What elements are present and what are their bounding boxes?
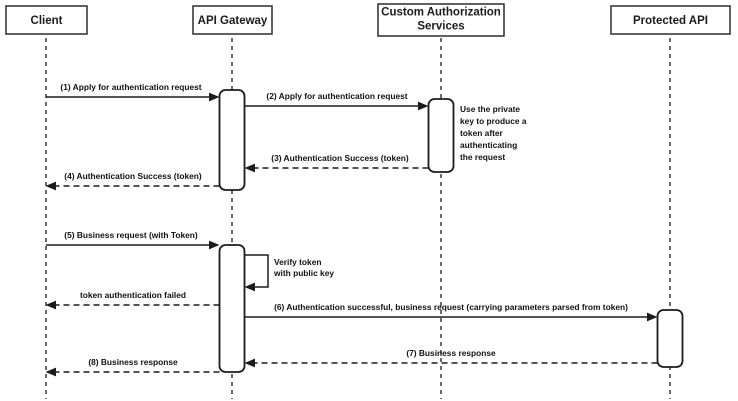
message-3[interactable]: (3) Authentication Success (token) [244, 153, 429, 173]
message-7[interactable]: (7) Business response [244, 348, 658, 368]
activation-gateway-business[interactable] [218, 244, 246, 373]
activation-protected-business[interactable] [656, 309, 684, 368]
message-1[interactable]: (1) Apply for authentication request [46, 82, 220, 102]
message-self-verify-token-arrowhead [244, 282, 255, 292]
participant-header-authsvc[interactable]: Custom Authorization Services [377, 3, 505, 37]
note-authsvc-line-4: authenticating [460, 140, 517, 150]
message-3-arrowhead [244, 163, 255, 173]
message-token-auth-failed[interactable]: token authentication failed [45, 290, 220, 310]
note-authsvc-line-5: the request [460, 152, 505, 162]
message-5-label: (5) Business request (with Token) [64, 230, 198, 240]
message-6[interactable]: (6) Authentication successful, business … [244, 302, 658, 322]
participant-label-protected: Protected API [633, 15, 708, 27]
participant-label-authsvc-line1: Custom Authorization [381, 7, 501, 19]
message-5[interactable]: (5) Business request (with Token) [46, 230, 220, 250]
message-4-label: (4) Authentication Success (token) [64, 171, 202, 181]
message-2-arrowhead [418, 101, 429, 111]
message-3-label: (3) Authentication Success (token) [271, 153, 409, 163]
participant-label-client: Client [31, 15, 63, 27]
message-self-verify-token-label-line1: Verify token [274, 257, 321, 267]
message-5-arrowhead [209, 240, 220, 250]
message-token-auth-failed-arrowhead [45, 300, 56, 310]
message-self-verify-token-label-line2: with public key [273, 268, 334, 278]
message-8[interactable]: (8) Business response [45, 357, 220, 377]
message-8-arrowhead [45, 367, 56, 377]
message-4-arrowhead [45, 181, 56, 191]
activation-authsvc-token[interactable] [427, 98, 455, 173]
activation-gateway-auth[interactable] [218, 89, 246, 191]
message-1-label: (1) Apply for authentication request [60, 82, 201, 92]
participant-header-protected[interactable]: Protected API [610, 5, 731, 35]
message-6-arrowhead [647, 312, 658, 322]
message-7-label: (7) Business response [406, 348, 496, 358]
participant-label-gateway: API Gateway [198, 15, 268, 27]
note-authsvc-line-2: key to produce a [460, 116, 527, 126]
message-token-auth-failed-label: token authentication failed [80, 290, 186, 300]
participant-label-authsvc-line2: Services [417, 21, 464, 33]
note-authsvc-line-3: token after [460, 128, 504, 138]
message-8-label: (8) Business response [88, 357, 178, 367]
message-1-arrowhead [209, 92, 220, 102]
note-authsvc-line-1: Use the private [460, 104, 520, 114]
participant-header-gateway[interactable]: API Gateway [192, 5, 273, 35]
message-7-arrowhead [244, 358, 255, 368]
message-4[interactable]: (4) Authentication Success (token) [45, 171, 220, 191]
message-self-verify-token[interactable]: Verify token with public key [244, 254, 335, 292]
message-2-label: (2) Apply for authentication request [266, 91, 407, 101]
note-authsvc-private-key: Use the private key to produce a token a… [460, 104, 527, 162]
message-2[interactable]: (2) Apply for authentication request [244, 91, 429, 111]
participant-header-client[interactable]: Client [5, 5, 88, 35]
message-6-label: (6) Authentication successful, business … [274, 302, 628, 312]
message-self-verify-token-line [244, 254, 269, 288]
